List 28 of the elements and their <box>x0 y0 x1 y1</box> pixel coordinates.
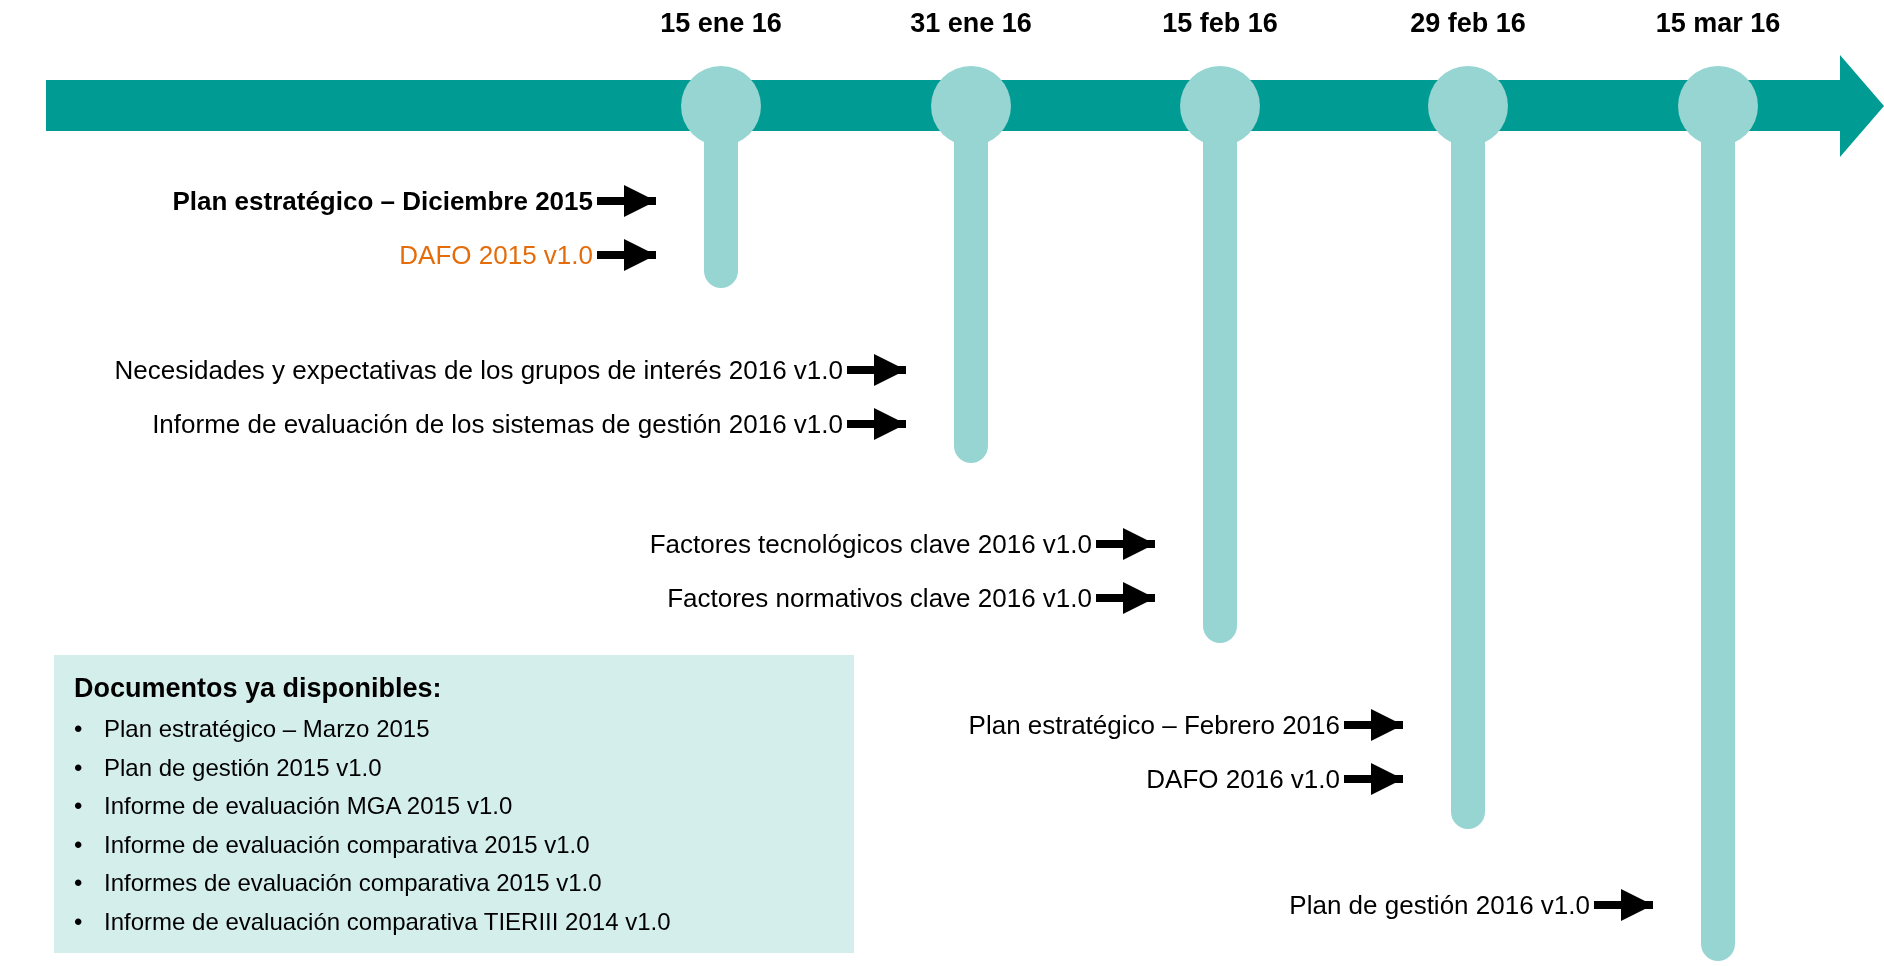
bullet-marker: • <box>74 714 84 744</box>
document-label: Factores tecnológicos clave 2016 v1.0 <box>649 528 1092 560</box>
bullet-item: Informe de evaluación comparativa 2015 v1.0 <box>104 829 590 860</box>
bullet-item: Plan de gestión 2015 v1.0 <box>104 752 382 783</box>
document-label: Plan estratégico – Diciembre 2015 <box>172 185 593 217</box>
document-label: Plan de gestión 2016 v1.0 <box>1289 889 1590 921</box>
document-label: DAFO 2016 v1.0 <box>1146 763 1340 795</box>
bullet-marker: • <box>74 829 84 860</box>
bullet-marker: • <box>74 906 84 937</box>
bullet-item: Plan estratégico – Marzo 2015 <box>104 714 430 744</box>
bullet-marker: • <box>74 752 84 783</box>
date-label: 29 feb 16 <box>1409 8 1527 39</box>
date-label: 15 feb 16 <box>1161 8 1279 39</box>
bullet-item: Informe de evaluación MGA 2015 v1.0 <box>104 791 513 821</box>
panel-heading: Documentos ya disponibles: <box>74 673 442 704</box>
bullet-item: Informe de evaluación comparativa TIERIII 2014 v1.0 <box>104 906 671 937</box>
date-label: 31 ene 16 <box>909 8 1033 39</box>
document-label: Informe de evaluación de los sistemas de gestión 2016 v1.0 <box>152 408 843 440</box>
document-label: Necesidades y expectativas de los grupos de interés 2016 v1.0 <box>114 354 843 386</box>
bullet-item: Informes de evaluación comparativa 2015 v1.0 <box>104 868 602 898</box>
bullet-marker: • <box>74 791 84 821</box>
document-label: Factores normativos clave 2016 v1.0 <box>667 582 1092 614</box>
date-label: 15 ene 16 <box>659 8 783 39</box>
bullet-marker: • <box>74 868 84 898</box>
document-label: Plan estratégico – Febrero 2016 <box>968 709 1340 741</box>
document-label: DAFO 2015 v1.0 <box>399 239 593 271</box>
date-label: 15 mar 16 <box>1654 8 1782 39</box>
info-panel <box>54 655 854 953</box>
